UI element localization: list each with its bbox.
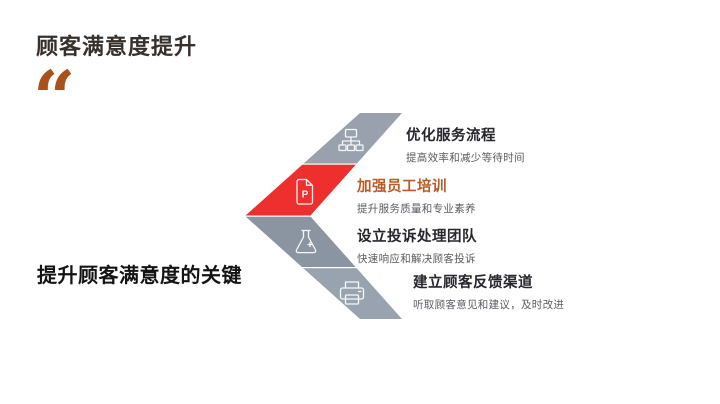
diagram-item-title: 建立顾客反馈渠道 bbox=[413, 275, 533, 291]
page-title: 顾客满意度提升 bbox=[36, 34, 198, 59]
diagram-item-title: 设立投诉处理团队 bbox=[357, 229, 477, 245]
diagram-item-description: 提升服务质量和专业素养 bbox=[357, 203, 476, 215]
svg-text:P: P bbox=[302, 190, 309, 201]
diagram-item-optimize-process: 优化服务流程 提高效率和减少等待时间 bbox=[406, 124, 636, 165]
flask-icon bbox=[295, 229, 317, 254]
key-message-text: 提升顾客满意度的关键 bbox=[37, 265, 242, 287]
chevron-band-4 bbox=[245, 268, 402, 319]
diagram-item-title: 优化服务流程 bbox=[406, 128, 496, 144]
printer-icon bbox=[339, 281, 365, 305]
diagram-item-title: 加强员工培训 bbox=[357, 179, 447, 195]
diagram-item-staff-training: 加强员工培训 提升服务质量和专业素养 bbox=[357, 175, 587, 216]
quote-icon: “ bbox=[33, 56, 76, 142]
diagram-item-description: 听取顾客意见和建议，及时改进 bbox=[413, 299, 565, 311]
diagram-item-complaint-team: 设立投诉处理团队 快速响应和解决顾客投诉 bbox=[357, 225, 587, 266]
diagram-item-feedback-channel: 建立顾客反馈渠道 听取顾客意见和建议，及时改进 bbox=[413, 271, 643, 312]
chevron-band-1 bbox=[245, 113, 402, 164]
org-chart-icon bbox=[338, 128, 364, 152]
diagram-item-description: 快速响应和解决顾客投诉 bbox=[357, 253, 476, 265]
document-p-icon: P bbox=[296, 178, 314, 205]
diagram-item-description: 提高效率和减少等待时间 bbox=[406, 152, 525, 164]
